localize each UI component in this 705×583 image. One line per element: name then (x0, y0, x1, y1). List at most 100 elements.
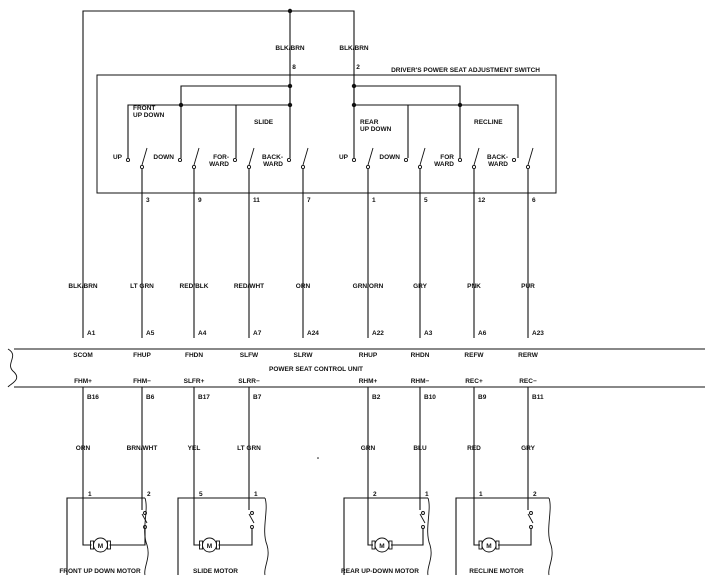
contact-pin-number: 3 (146, 197, 150, 204)
contact-label: DOWN (379, 154, 400, 161)
contact-blade (193, 147, 200, 166)
motor-thermal-blade (248, 513, 255, 524)
switch-group-label: UP DOWN (133, 112, 165, 119)
motor-connector-outline (343, 497, 428, 575)
motor-name: FRONT UP DOWN MOTOR (59, 568, 141, 575)
contact-blade (141, 147, 148, 166)
upper-wire-color: RED/BLK (180, 283, 209, 290)
motor-pin-number: 2 (533, 491, 537, 498)
motor-connector-break (427, 497, 432, 576)
bus-junction-dot (351, 83, 357, 89)
switch-group-label: UP DOWN (360, 126, 392, 133)
upper-wire-pin: A7 (253, 330, 262, 337)
motor-lead-a (473, 498, 480, 546)
contact-label: WARD (263, 161, 283, 168)
contact-label: DOWN (153, 154, 174, 161)
unit-signal-upper: RHUP (359, 352, 378, 359)
contact-terminal (300, 164, 306, 170)
motor-connector-outline (455, 497, 549, 575)
switch-pin-2: 2 (356, 64, 360, 71)
upper-wire-color: BLK/BRN (68, 283, 98, 290)
motor-lead-a (82, 498, 92, 546)
upper-wire-color: PUR (521, 283, 535, 290)
contact-label: UP (113, 154, 123, 161)
lower-wire-pin: B11 (532, 394, 544, 401)
unit-signal-upper: SCOM (73, 352, 93, 359)
lower-wire-color: ORN (76, 445, 91, 452)
unit-signal-lower: REC+ (465, 378, 483, 385)
unit-signal-lower: REC− (519, 378, 537, 385)
switch-group-label: RECLINE (474, 119, 503, 126)
switch-box (96, 74, 557, 194)
bus-left-lower (127, 104, 291, 140)
motor-connector-break (264, 497, 269, 576)
contact-blade (419, 147, 426, 166)
unit-signal-upper: SLRW (293, 352, 313, 359)
motor-connector-outline (177, 497, 265, 575)
motor-connector-outline (66, 497, 145, 575)
contact-label: FOR (440, 154, 454, 161)
contact-blade (302, 147, 309, 166)
motor-lead-b (218, 528, 253, 546)
motor-symbol: M (379, 543, 384, 550)
contact-label: WARD (209, 161, 229, 168)
motor-thermal-blade (141, 513, 148, 524)
motor-thermal-contact (529, 511, 533, 515)
contact-label: BACK- (262, 154, 283, 161)
drivers-power-seat-adjustment-switch: DRIVER'S POWER SEAT ADJUSTMENT SWITCHFRO… (96, 67, 557, 204)
contact-pin-number: 5 (424, 197, 428, 204)
contact-terminal (457, 157, 463, 163)
lower-wire-color: GRY (521, 445, 536, 452)
unit-signal-upper: FHUP (133, 352, 151, 359)
unit-title: POWER SEAT CONTROL UNIT (269, 366, 363, 373)
upper-wire-color: PNK (467, 283, 481, 290)
motor-name: RECLINE MOTOR (469, 568, 524, 575)
motor-thermal-blade (527, 513, 534, 524)
feed-wire-color-right: BLK/BRN (339, 45, 369, 52)
switch-title: DRIVER'S POWER SEAT ADJUSTMENT SWITCH (391, 67, 540, 74)
switch-contact: UP 3 (113, 147, 150, 204)
motor-pin-number: 1 (479, 491, 483, 498)
motor-symbol: M (98, 543, 103, 550)
lower-wire-color: BRN/WHT (127, 445, 158, 452)
motor-pin-number: 1 (425, 491, 429, 498)
contact-terminal (125, 157, 131, 163)
upper-wire-color: GRN/ORN (353, 283, 384, 290)
motor-thermal-blade (419, 513, 426, 524)
motor-pin-number: 2 (373, 491, 377, 498)
upper-wire-pin: A4 (198, 330, 207, 337)
unit-signal-lower: RHM+ (359, 378, 378, 385)
upper-wire-pin: A1 (87, 330, 96, 337)
motor-symbol-circle (202, 537, 217, 553)
lower-wire-pin: B10 (424, 394, 436, 401)
contact-label: FOR- (213, 154, 229, 161)
contact-label: BACK- (487, 154, 508, 161)
upper-wire-pin: A6 (478, 330, 487, 337)
upper-wire-pin: A5 (146, 330, 155, 337)
contact-pin-number: 6 (532, 197, 536, 204)
bus-junction-dot (457, 102, 463, 108)
unit-signal-lower: SLRR− (238, 378, 260, 385)
lower-wire-color: RED (467, 445, 481, 452)
contact-pin-number: 7 (307, 197, 311, 204)
contact-label: WARD (434, 161, 454, 168)
contact-terminal (403, 157, 409, 163)
unit-signal-upper: RERW (518, 352, 539, 359)
motor-lead-a (367, 498, 373, 546)
upper-wire-pin: A23 (532, 330, 544, 337)
motor-thermal-contact (143, 511, 147, 515)
switch-group-label: SLIDE (254, 119, 274, 126)
contact-terminal (246, 164, 252, 170)
contact-terminal (511, 157, 517, 163)
upper-wire-color: RED/WHT (234, 283, 264, 290)
lower-wire-pin: B16 (87, 394, 99, 401)
motor-pin-number: 2 (147, 491, 151, 498)
upper-wire-color: GRY (413, 283, 428, 290)
upper-wire-color: ORN (296, 283, 311, 290)
